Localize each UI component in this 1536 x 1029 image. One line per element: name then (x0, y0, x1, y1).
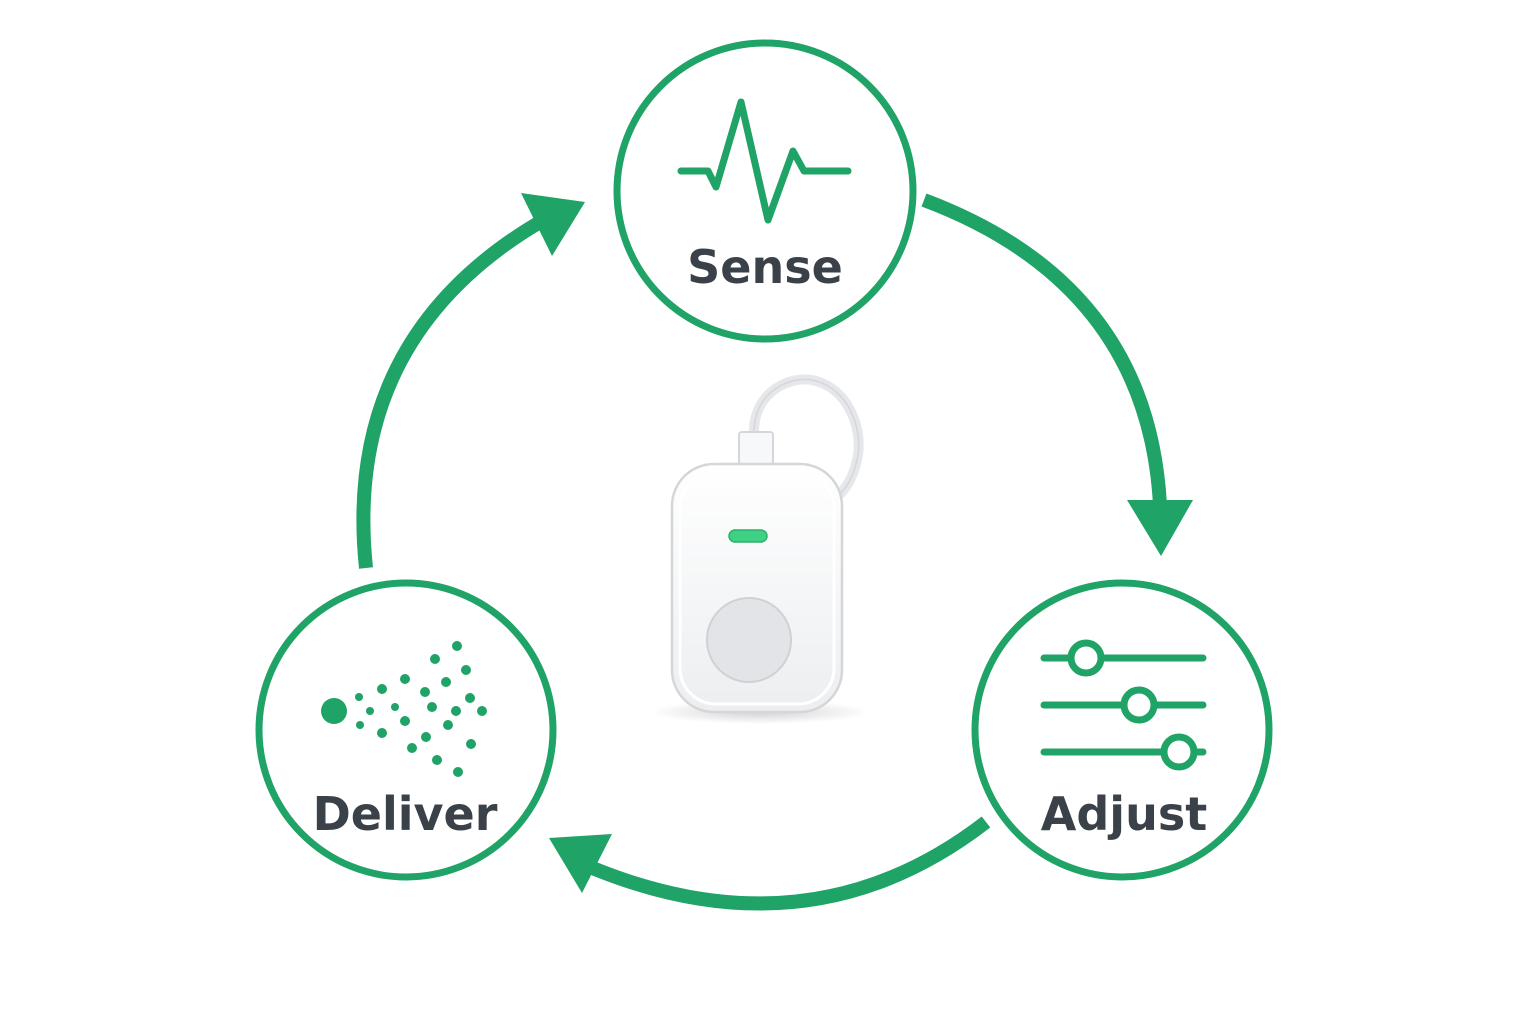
spray-droplet (430, 654, 440, 664)
spray-droplet (377, 684, 387, 694)
spray-droplet (407, 743, 417, 753)
spray-droplet (400, 674, 410, 684)
spray-droplet (443, 720, 453, 730)
spray-droplet (452, 641, 462, 651)
spray-droplet (366, 707, 374, 715)
spray-droplet (420, 687, 430, 697)
spray-droplet (461, 665, 471, 675)
arrowhead-adjust (1127, 500, 1193, 556)
node-sense-circle (613, 39, 917, 343)
spray-droplet (400, 716, 410, 726)
arrow-deliver-to-sense (356, 215, 544, 569)
node-sense-label: Sense (687, 240, 843, 294)
cycle-arrows (356, 193, 1193, 911)
spray-droplet (453, 767, 463, 777)
slider-knob-1 (1067, 639, 1105, 677)
node-sense: Sense (613, 39, 917, 343)
arrow-sense-to-adjust (921, 193, 1167, 506)
spray-droplet (356, 721, 364, 729)
slider-knob-3 (1160, 733, 1198, 771)
spray-droplet (427, 702, 437, 712)
node-adjust-label: Adjust (1041, 787, 1207, 841)
wearable-device-icon (650, 374, 870, 724)
spray-droplet (391, 703, 399, 711)
arrow-adjust-to-deliver (587, 816, 991, 911)
spray-droplet (377, 728, 387, 738)
device-button (706, 597, 792, 683)
sliders-icon (1040, 639, 1207, 771)
spray-droplet (451, 706, 461, 716)
arrowhead-sense (521, 193, 585, 256)
spray-droplet (432, 755, 442, 765)
node-deliver-label: Deliver (313, 787, 498, 841)
spray-droplet (421, 732, 431, 742)
spray-droplet (355, 693, 363, 701)
node-deliver: Deliver (255, 579, 557, 881)
pulse-waveform-icon (677, 98, 852, 224)
spray-droplet (465, 693, 475, 703)
spray-droplet (466, 739, 476, 749)
device-connector (738, 431, 774, 469)
device-cable-outline (753, 378, 860, 499)
node-deliver-circle (255, 579, 557, 881)
device-body-inner (678, 470, 836, 706)
node-adjust: Adjust (971, 579, 1273, 881)
device-status-led (728, 529, 768, 543)
spray-mist-icon (321, 641, 487, 777)
arrowhead-deliver (549, 834, 612, 893)
spray-nozzle (321, 698, 347, 724)
spray-droplet (477, 706, 487, 716)
slider-knob-2 (1120, 686, 1158, 724)
spray-droplet (441, 677, 451, 687)
